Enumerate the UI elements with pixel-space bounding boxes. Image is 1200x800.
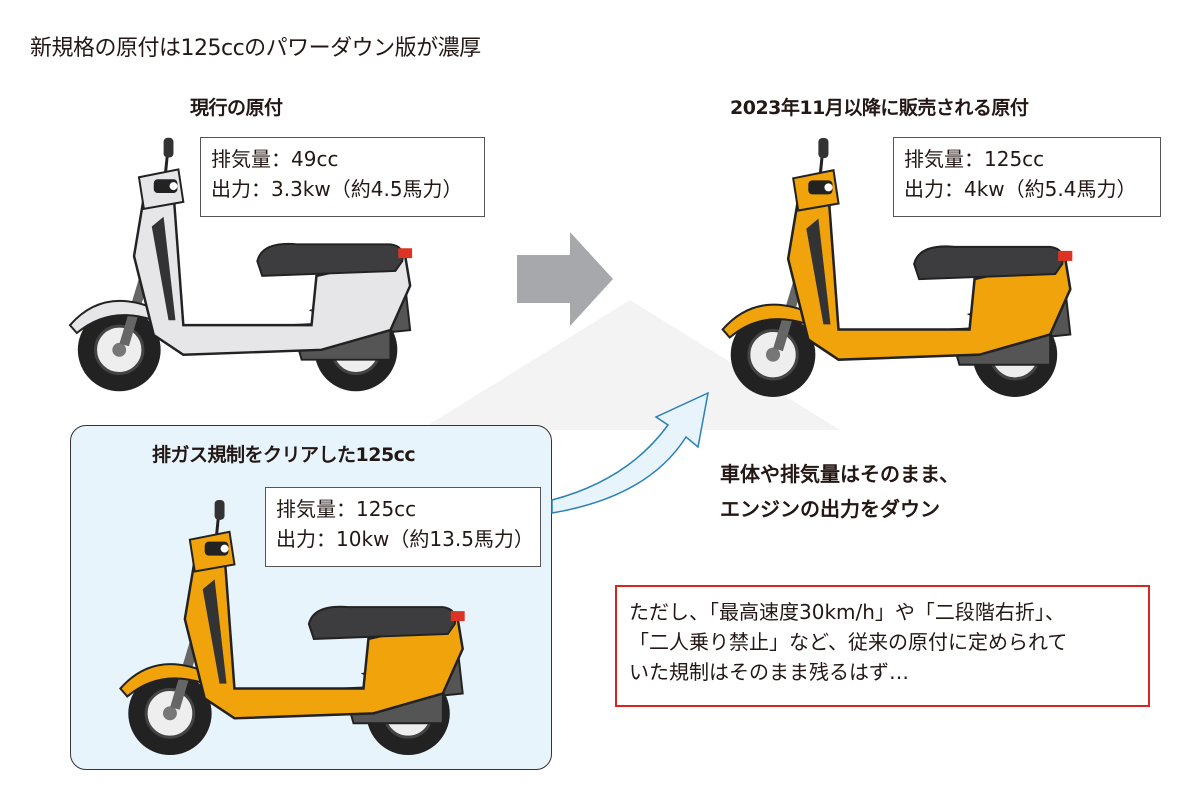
cleared-output: 出力：10kw（約13.5馬力）: [276, 527, 534, 551]
current-spec-box: 排気量：49cc 出力：3.3kw（約4.5馬力）: [200, 137, 485, 217]
explanation-line: 車体や排気量はそのまま、: [720, 462, 960, 486]
explanation-line: エンジンの出力をダウン: [720, 497, 940, 521]
future-heading: 2023年11月以降に販売される原付: [730, 97, 1029, 119]
current-heading: 現行の原付: [190, 97, 283, 119]
note-line: 「二人乗り禁止」など、従来の原付に定められて: [629, 630, 1068, 654]
cleared-spec-box: 排気量：125cc 出力：10kw（約13.5馬力）: [265, 487, 541, 567]
curved-arrow-icon: [551, 391, 710, 514]
cleared-heading: 排ガス規制をクリアした125cc: [152, 444, 416, 466]
background-cone: [420, 300, 840, 430]
explanation-text: 車体や排気量はそのまま、 エンジンの出力をダウン: [720, 457, 959, 527]
future-displacement: 排気量：125cc: [904, 147, 1045, 171]
note-box: ただし、「最高速度30km/h」や「二段階右折」、 「二人乗り禁止」など、従来の…: [615, 585, 1150, 707]
current-output: 出力：3.3kw（約4.5馬力）: [211, 177, 463, 201]
current-displacement: 排気量：49cc: [211, 147, 339, 171]
future-spec-box: 排気量：125cc 出力：4kw（約5.4馬力）: [893, 137, 1161, 217]
note-line: いた規制はそのまま残るはず…: [629, 660, 909, 684]
note-line: ただし、「最高速度30km/h」や「二段階右折」、: [629, 600, 1065, 624]
right-arrow-icon: [517, 232, 613, 326]
cleared-displacement: 排気量：125cc: [276, 497, 417, 521]
page-title: 新規格の原付は125ccのパワーダウン版が濃厚: [30, 36, 481, 61]
future-output: 出力：4kw（約5.4馬力）: [904, 177, 1137, 201]
